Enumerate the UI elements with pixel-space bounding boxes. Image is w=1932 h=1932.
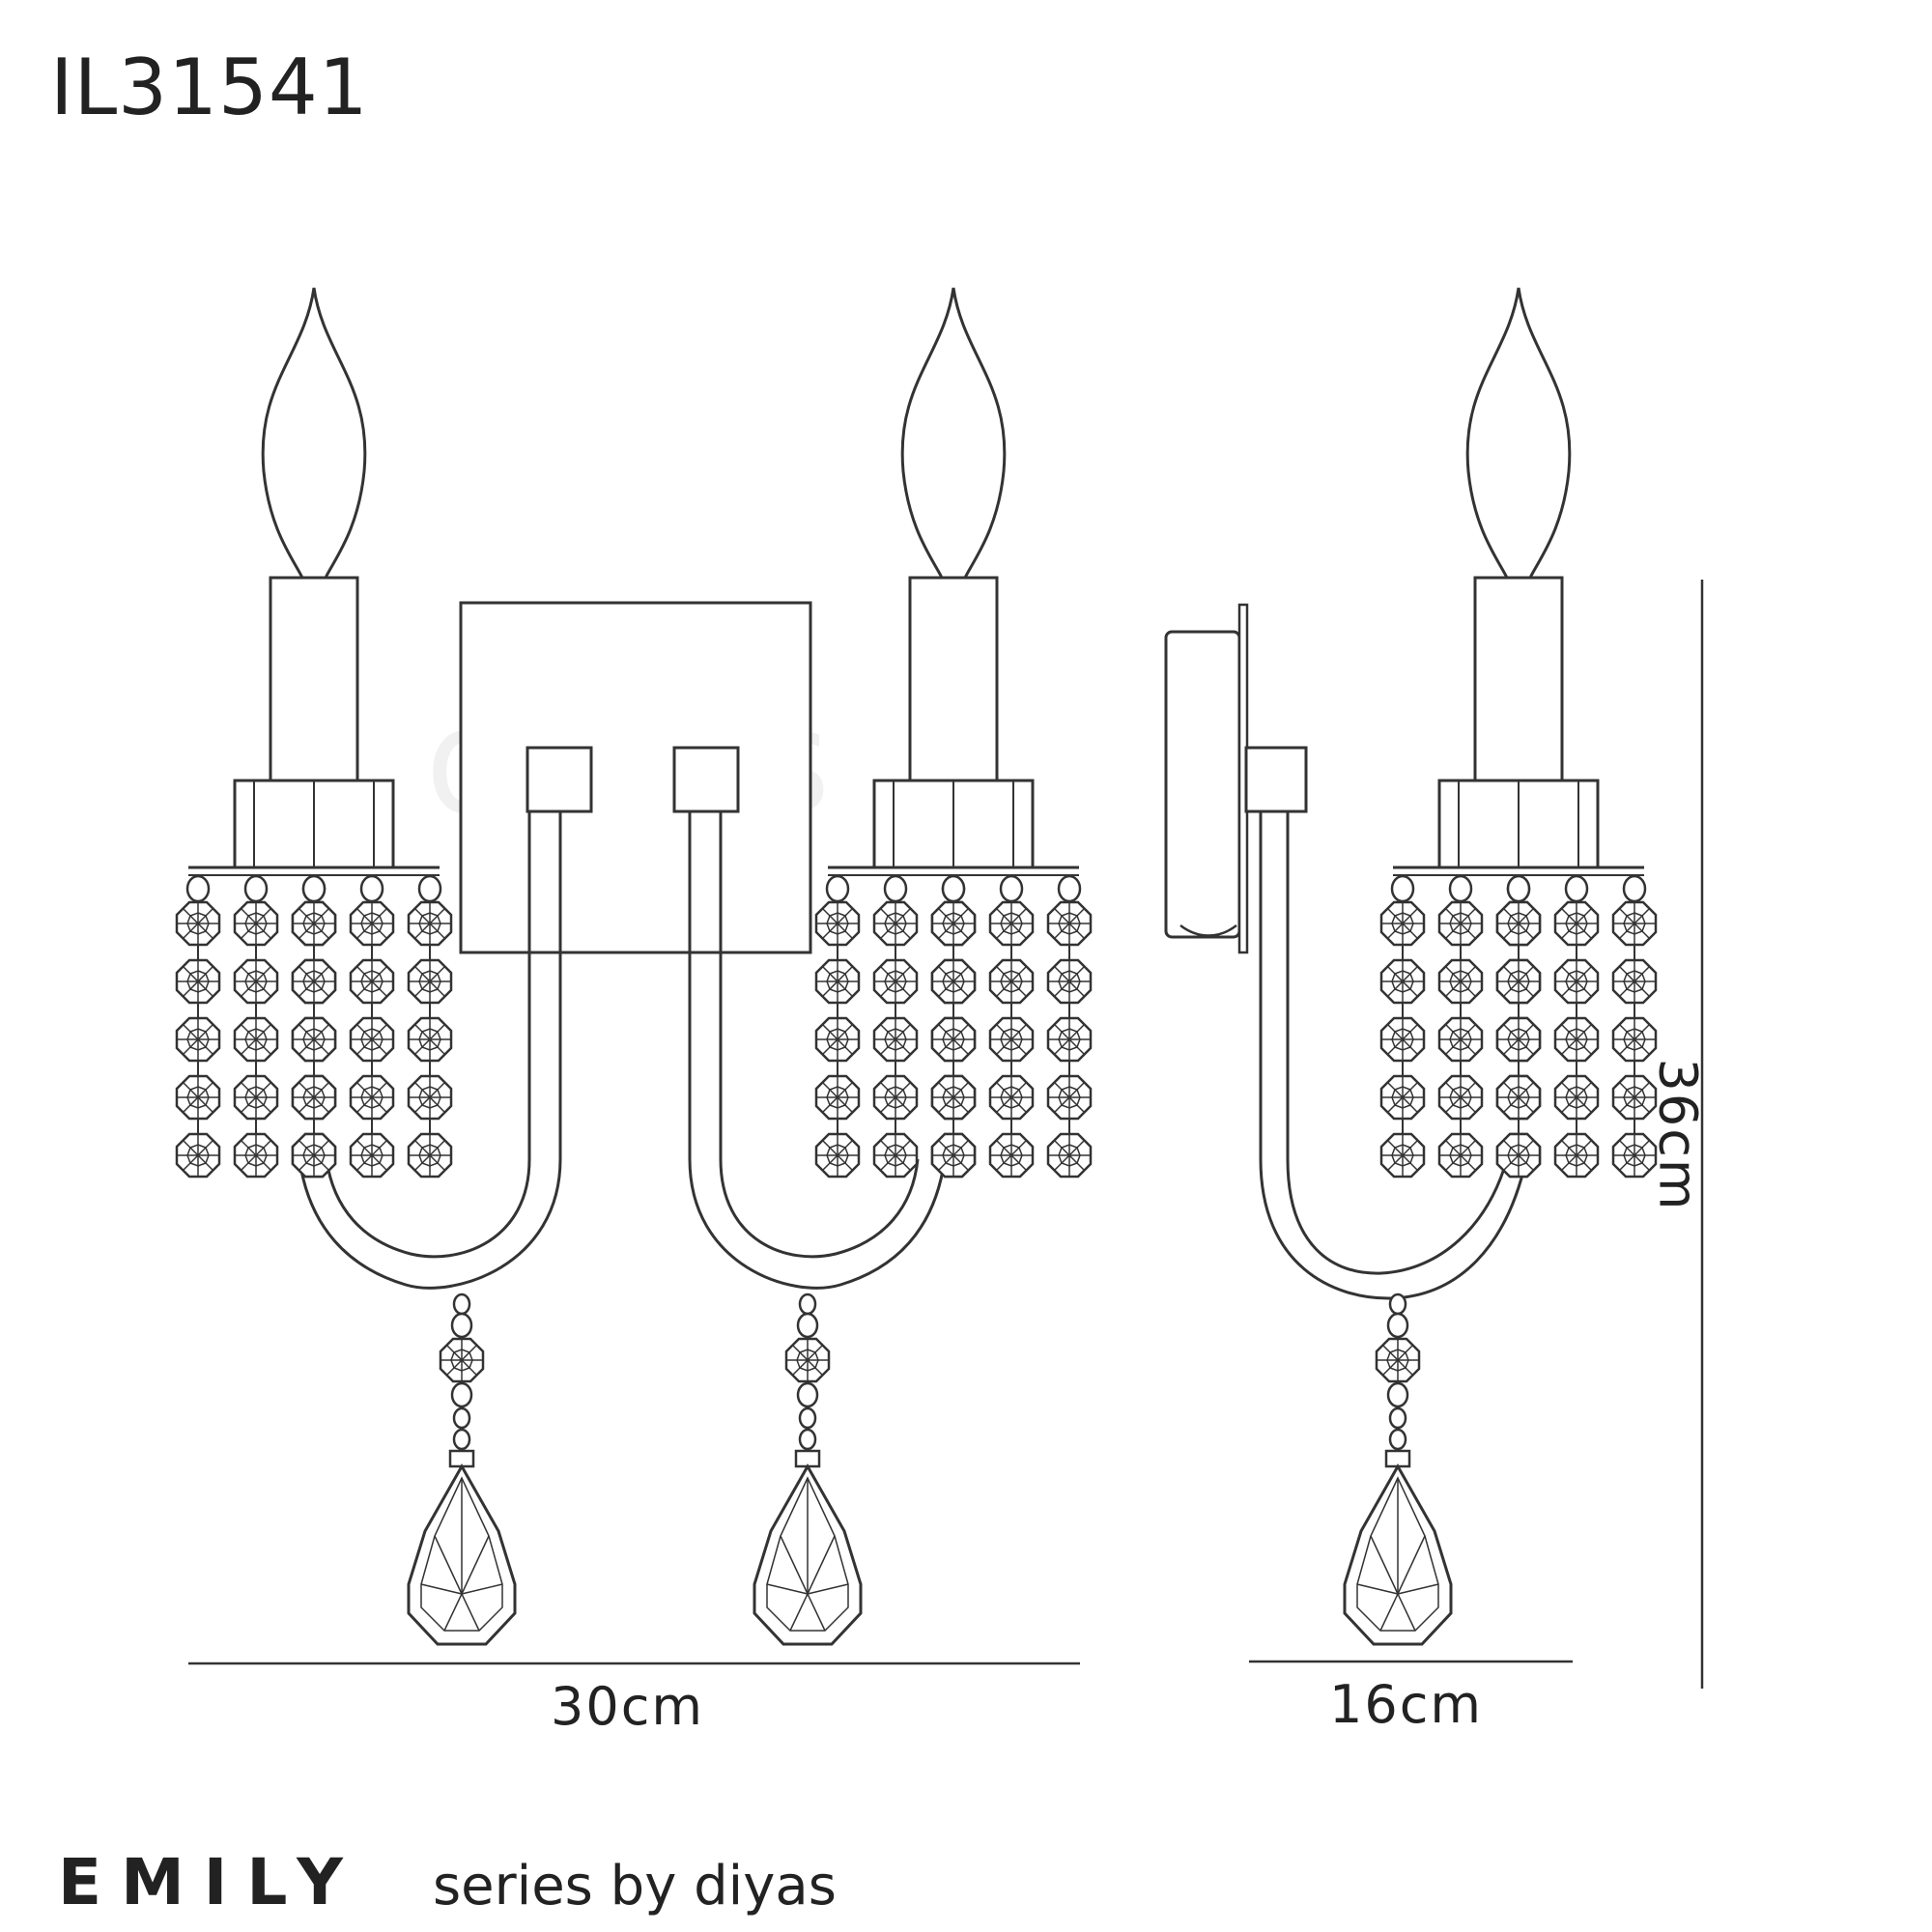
left-arm-mount — [526, 746, 593, 813]
side-candle-bulb — [1437, 286, 1600, 869]
depth-dimension-label: 16cm — [1329, 1674, 1484, 1735]
product-code: IL31541 — [50, 43, 369, 132]
left-crystal-curtain — [177, 867, 451, 1177]
right-crystal-pendant — [754, 1294, 861, 1644]
side-arm-mount — [1244, 746, 1308, 813]
right-candle-bulb — [872, 286, 1035, 869]
right-arm-mount — [672, 746, 740, 813]
left-candle-bulb — [233, 286, 395, 869]
right-arm-inner — [719, 811, 920, 1259]
left-arm-inner — [325, 811, 531, 1259]
side-crystal-pendant — [1345, 1294, 1451, 1644]
height-dimension-label: 36cm — [1647, 1058, 1709, 1212]
brand-name: EMILY — [58, 1845, 362, 1919]
wall-back-plate — [459, 601, 812, 954]
left-crystal-pendant — [409, 1294, 515, 1644]
series-caption: series by diyas — [433, 1855, 837, 1918]
side-back-plate — [1164, 630, 1241, 939]
right-crystal-curtain — [816, 867, 1091, 1177]
side-arm-outer — [1286, 811, 1509, 1275]
width-dimension-label: 30cm — [551, 1676, 705, 1737]
right-arm-outer — [688, 811, 947, 1290]
side-crystal-curtain — [1381, 867, 1656, 1177]
left-arm-outer — [298, 811, 562, 1290]
